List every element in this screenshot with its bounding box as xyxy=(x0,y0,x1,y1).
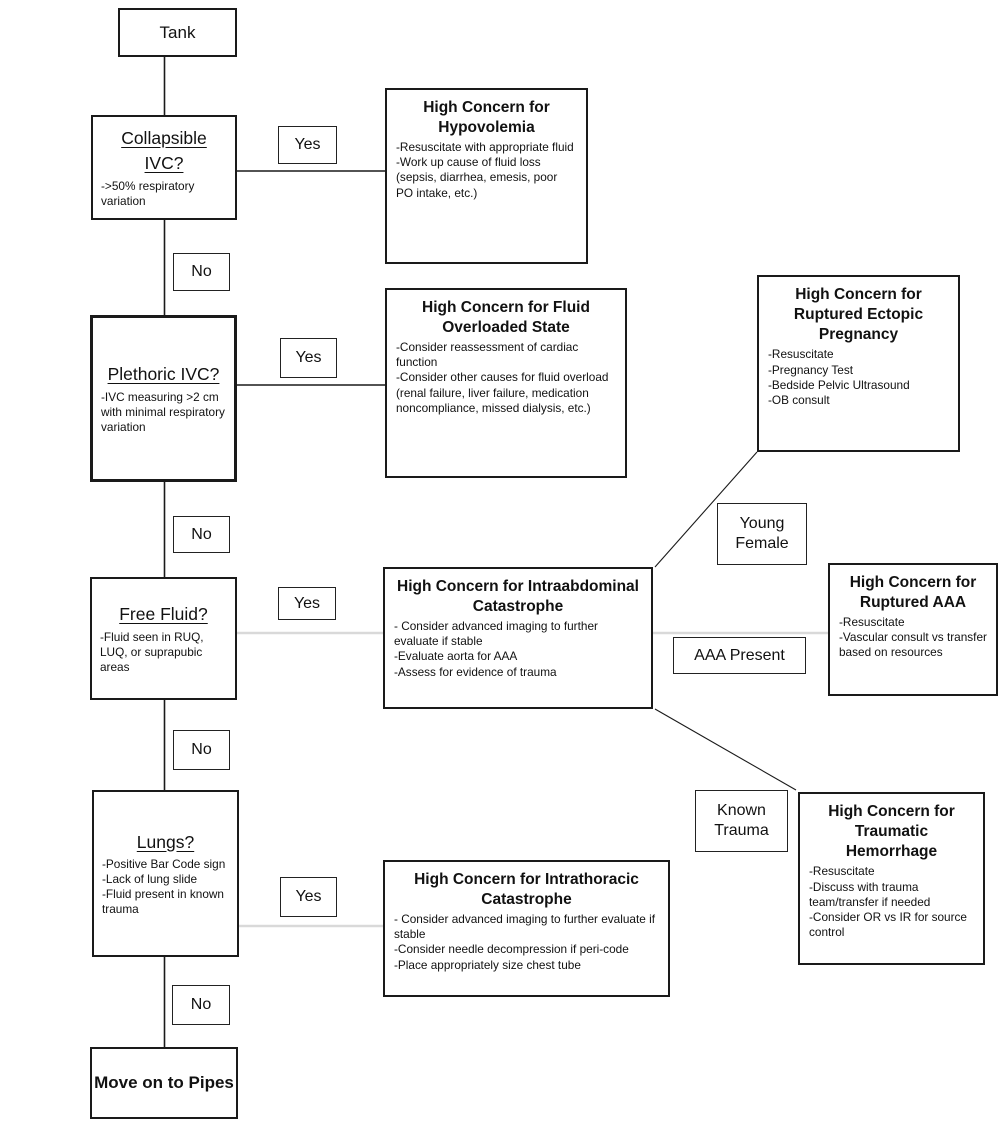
node-hypovolemia-title: High Concern for Hypovolemia xyxy=(423,99,550,137)
node-fluid-overload-bullet: -Consider reassessment of cardiac functi… xyxy=(396,340,579,370)
connector-intraabdominal-traumatic xyxy=(654,708,797,791)
label-yes-1-text: Yes xyxy=(294,136,321,153)
node-ruptured-aaa: High Concern for Ruptured AAA -Resuscita… xyxy=(828,563,998,696)
node-intrathoracic-title: High Concern for Intrathoracic Catastrop… xyxy=(414,871,639,909)
node-tank: Tank xyxy=(118,8,237,57)
node-ruptured-aaa-bullet: -Vascular consult vs transfer based on r… xyxy=(839,630,987,660)
node-lungs-detail: -Lack of lung slide xyxy=(102,872,198,887)
node-lungs-detail: -Fluid present in known trauma xyxy=(102,887,224,917)
node-free-fluid-title: Free Fluid? xyxy=(119,604,208,625)
node-traumatic-hemorrhage-bullet: -Consider OR vs IR for source control xyxy=(809,909,967,939)
node-intraabdominal-bullet: -Evaluate aorta for AAA xyxy=(394,649,518,664)
node-collapsible-ivc-detail: ->50% respiratory variation xyxy=(101,178,195,208)
node-hypovolemia: High Concern for Hypovolemia -Resuscitat… xyxy=(385,88,588,264)
node-plethoric-ivc-title: Plethoric IVC? xyxy=(107,364,220,385)
label-no-3: No xyxy=(173,730,230,770)
node-lungs-detail: -Positive Bar Code sign xyxy=(102,857,226,871)
label-young-female: Young Female xyxy=(717,503,807,565)
node-ectopic-bullet: -OB consult xyxy=(768,392,830,407)
node-ectopic-bullet: -Pregnancy Test xyxy=(768,362,854,377)
label-yes-3-text: Yes xyxy=(293,594,321,612)
node-free-fluid-detail: -Fluid seen in RUQ, LUQ, or suprapubic a… xyxy=(100,629,204,674)
node-hypovolemia-bullet: -Resuscitate with appropriate fluid xyxy=(396,140,574,155)
label-no-2: No xyxy=(173,516,230,553)
label-yes-3: Yes xyxy=(278,587,336,620)
node-ruptured-aaa-bullet: -Resuscitate xyxy=(839,615,905,630)
node-tank-label: Tank xyxy=(159,22,196,42)
label-yes-2-text: Yes xyxy=(295,349,322,366)
node-plethoric-ivc: Plethoric IVC? -IVC measuring >2 cm with… xyxy=(90,315,237,482)
node-traumatic-hemorrhage-title: High Concern for Traumatic Hemorrhage xyxy=(828,803,955,861)
node-ectopic-title: High Concern for Ruptured Ectopic Pregna… xyxy=(793,286,924,344)
node-fluid-overload: High Concern for Fluid Overloaded State … xyxy=(385,288,627,478)
node-plethoric-ivc-detail: -IVC measuring >2 cm with minimal respir… xyxy=(101,389,225,434)
node-intrathoracic: High Concern for Intrathoracic Catastrop… xyxy=(383,860,670,997)
node-intrathoracic-bullet: -Place appropriately size chest tube xyxy=(394,957,581,972)
node-ruptured-aaa-title: High Concern for Ruptured AAA xyxy=(849,574,977,612)
node-intraabdominal: High Concern for Intraabdominal Catastro… xyxy=(383,567,653,709)
label-yes-4: Yes xyxy=(280,877,337,917)
label-aaa-present: AAA Present xyxy=(673,637,806,674)
node-traumatic-hemorrhage-bullet: -Resuscitate xyxy=(809,864,875,879)
node-ectopic: High Concern for Ruptured Ectopic Pregna… xyxy=(757,275,960,452)
node-intraabdominal-bullet: - Consider advanced imaging to further e… xyxy=(394,619,598,649)
label-yes-1: Yes xyxy=(278,126,337,164)
node-fluid-overload-bullet: -Consider other causes for fluid overloa… xyxy=(396,370,609,415)
node-free-fluid: Free Fluid? -Fluid seen in RUQ, LUQ, or … xyxy=(90,577,237,700)
node-intrathoracic-bullet: -Consider needle decompression if peri-c… xyxy=(394,942,629,957)
node-lungs: Lungs? -Positive Bar Code sign -Lack of … xyxy=(92,790,239,957)
node-intrathoracic-bullet: - Consider advanced imaging to further e… xyxy=(394,912,655,942)
label-known-trauma: Known Trauma xyxy=(695,790,788,852)
label-no-4-text: No xyxy=(190,996,212,1013)
label-aaa-present-text: AAA Present xyxy=(694,646,785,664)
node-ectopic-bullet: -Resuscitate xyxy=(768,347,834,362)
node-move-on-to-pipes-label: Move on to Pipes xyxy=(94,1072,234,1092)
node-intraabdominal-bullet: -Assess for evidence of trauma xyxy=(394,664,557,679)
node-intraabdominal-title: High Concern for Intraabdominal Catastro… xyxy=(397,578,639,616)
node-collapsible-ivc-title: Collapsible IVC? xyxy=(121,128,207,174)
node-fluid-overload-title: High Concern for Fluid Overloaded State xyxy=(422,299,590,337)
label-no-1-text: No xyxy=(191,263,212,280)
node-collapsible-ivc: Collapsible IVC? ->50% respiratory varia… xyxy=(91,115,237,220)
label-known-trauma-text: Known Trauma xyxy=(714,802,769,839)
label-yes-4-text: Yes xyxy=(295,888,322,905)
node-ectopic-bullet: -Bedside Pelvic Ultrasound xyxy=(768,377,910,392)
label-no-3-text: No xyxy=(191,741,212,758)
node-hypovolemia-bullet: -Work up cause of fluid loss (sepsis, di… xyxy=(396,155,558,200)
connector-intraabdominal-ectopic xyxy=(654,451,758,568)
node-traumatic-hemorrhage-bullet: -Discuss with trauma team/transfer if ne… xyxy=(809,879,931,909)
node-lungs-title: Lungs? xyxy=(136,831,195,852)
label-no-2-text: No xyxy=(191,525,212,543)
node-traumatic-hemorrhage: High Concern for Traumatic Hemorrhage -R… xyxy=(798,792,985,965)
label-no-1: No xyxy=(173,253,230,291)
label-young-female-text: Young Female xyxy=(735,515,789,552)
label-no-4: No xyxy=(172,985,230,1025)
label-yes-2: Yes xyxy=(280,338,337,378)
node-move-on-to-pipes: Move on to Pipes xyxy=(90,1047,238,1119)
